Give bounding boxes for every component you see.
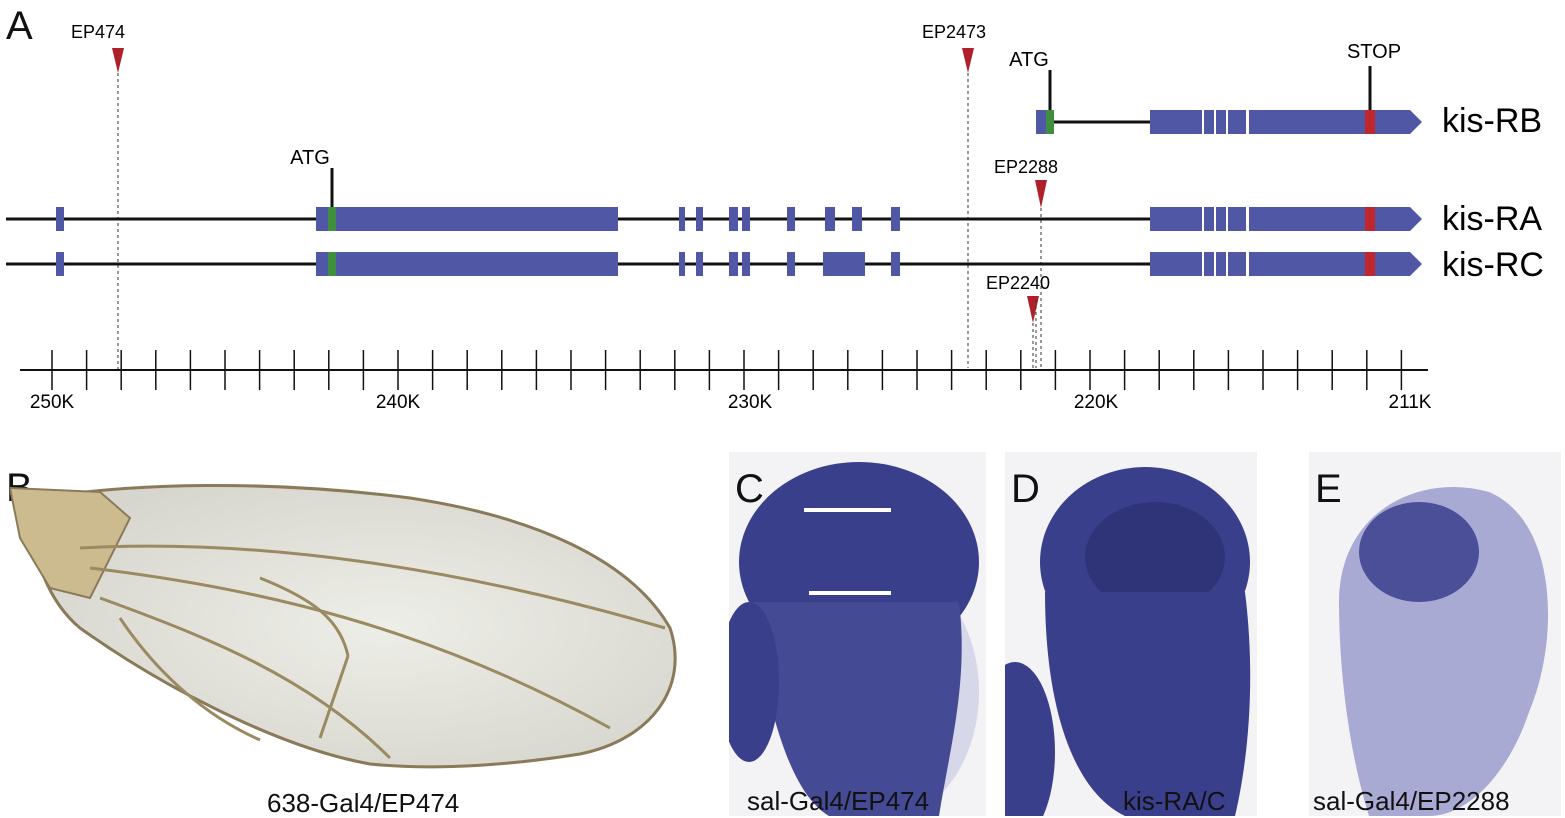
exon: [1375, 207, 1410, 231]
panel-label-a: A: [6, 4, 33, 48]
exon: [852, 207, 862, 231]
wing-disc-photo-c: C sal-Gal4/EP474: [729, 452, 986, 816]
exon: [679, 207, 685, 231]
start-codon-mark: [328, 252, 336, 276]
strand-arrow-icon: [1410, 110, 1422, 134]
axis-tick-label: 230K: [728, 392, 773, 413]
axis-tick-label: 250K: [30, 392, 75, 413]
expression-domain: [1359, 502, 1479, 602]
exon: [56, 207, 64, 231]
start-codon-label: ATG: [290, 147, 330, 169]
caption-d: kis-RA/C: [1123, 786, 1226, 816]
transcript-label-kis-rc: kis-RC: [1442, 246, 1544, 284]
axis-tick-label: 211K: [1389, 392, 1432, 413]
exon: [742, 252, 750, 276]
insertion-label-ep2288: EP2288: [994, 157, 1058, 177]
stop-codon-mark: [1365, 207, 1375, 231]
exon: [679, 252, 685, 276]
axis-tick-label: 220K: [1074, 392, 1119, 413]
exon: [1375, 252, 1410, 276]
exon: [1375, 110, 1410, 134]
wing-photo: [10, 483, 677, 769]
insertion-label-ep474: EP474: [71, 22, 125, 42]
transcript-label-kis-rb: kis-RB: [1442, 102, 1542, 140]
stop-codon-mark: [1365, 252, 1375, 276]
exon: [316, 207, 328, 231]
stop-codon-mark: [1365, 110, 1375, 134]
exon: [729, 252, 738, 276]
transcript-kis-ra: ATG kis-RA: [6, 147, 1542, 238]
disc-body: [749, 602, 962, 816]
exon: [336, 207, 618, 231]
adjacent-disc: [729, 602, 779, 762]
wing-disc-photo-e: E sal-Gal4/EP2288: [1309, 452, 1561, 816]
exon: [823, 252, 865, 276]
exon: [787, 207, 795, 231]
panel-label-d: D: [1011, 467, 1040, 511]
insertion-label-ep2240: EP2240: [986, 273, 1050, 293]
exon: [891, 207, 900, 231]
wing-blade: [28, 483, 677, 769]
start-codon-mark: [1046, 110, 1054, 134]
exon: [825, 207, 835, 231]
exon: [1228, 110, 1246, 134]
exon: [1150, 252, 1202, 276]
transcript-kis-rc: kis-RC: [6, 246, 1544, 284]
exon: [1204, 207, 1214, 231]
exon: [1036, 110, 1046, 134]
exon: [316, 252, 328, 276]
disc-body: [1045, 592, 1251, 816]
exon: [729, 207, 738, 231]
exon: [742, 207, 750, 231]
adjacent-disc: [1005, 662, 1055, 816]
insertion-marker-icon: [1035, 180, 1047, 208]
exon: [336, 252, 618, 276]
transcript-label-kis-ra: kis-RA: [1442, 200, 1542, 238]
exon: [1150, 110, 1202, 134]
exon: [1228, 207, 1246, 231]
insertion-ep2240: EP2240: [986, 273, 1050, 368]
insertion-marker-icon: [112, 48, 124, 73]
insertion-marker-icon: [962, 48, 974, 73]
exon: [1249, 110, 1365, 134]
exon: [787, 252, 795, 276]
exon: [1216, 110, 1226, 134]
strand-arrow-icon: [1410, 252, 1422, 276]
exon: [891, 252, 900, 276]
genomic-coordinate-axis: 250K 240K 230K 220K 211K: [20, 350, 1432, 413]
start-codon-mark: [328, 207, 336, 231]
insertion-ep2473: EP2473: [922, 22, 986, 368]
exon: [1204, 110, 1214, 134]
panel-label-c: C: [735, 467, 764, 511]
pouch-center: [1085, 502, 1225, 612]
caption-c: sal-Gal4/EP474: [747, 786, 929, 816]
exon: [56, 252, 64, 276]
insertion-ep474: EP474: [71, 22, 125, 372]
exon: [1228, 252, 1246, 276]
exon: [696, 252, 703, 276]
axis-tick-label: 240K: [376, 392, 421, 413]
wing-veins: [79, 544, 666, 760]
insertion-ep2288: EP2288: [994, 157, 1058, 368]
exon: [1249, 252, 1365, 276]
exon: [1216, 252, 1226, 276]
caption-b: 638-Gal4/EP474: [267, 788, 460, 818]
start-codon-label: ATG: [1009, 49, 1049, 71]
insertion-label-ep2473: EP2473: [922, 22, 986, 42]
panel-label-e: E: [1315, 467, 1342, 511]
wing-disc-photo-d: D kis-RA/C: [1005, 452, 1257, 816]
exon: [696, 207, 703, 231]
strand-arrow-icon: [1410, 207, 1422, 231]
exon: [1150, 207, 1202, 231]
transcript-kis-rb: ATG STOP kis-RB: [1009, 41, 1542, 140]
exon: [1216, 207, 1226, 231]
gene-structure-diagram: EP474 EP2473 EP2288 EP2240 ATG STOP ki: [6, 22, 1544, 413]
stop-codon-label: STOP: [1347, 41, 1401, 63]
exon: [1204, 252, 1214, 276]
insertion-marker-icon: [1027, 296, 1039, 323]
exon: [1249, 207, 1365, 231]
caption-e: sal-Gal4/EP2288: [1313, 786, 1510, 816]
